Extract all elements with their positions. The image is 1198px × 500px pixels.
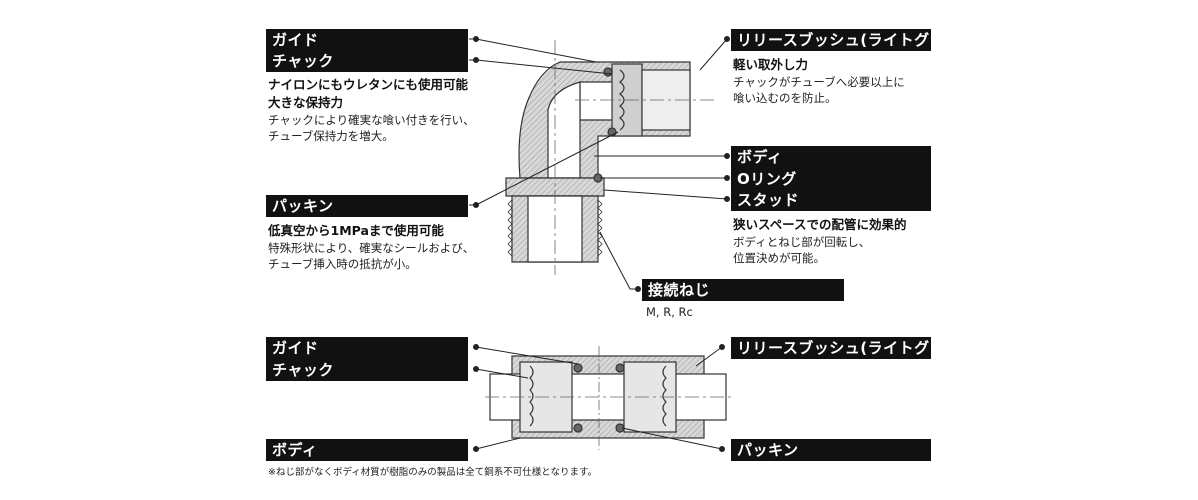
label-guide: ガイド [266, 29, 468, 51]
bottom-label-guide: ガイド [266, 337, 468, 359]
label-chuck: チャック [266, 50, 468, 72]
union-fitting-illustration [485, 346, 735, 450]
chuck-desc-heading-1: ナイロンにもウレタンにも使用可能 [268, 77, 469, 92]
release-desc-text-1: チャックがチューブへ必要以上に [733, 75, 905, 89]
label-o-ring: Oリング [731, 168, 931, 190]
label-release-bush: リリースブッシュ(ライトグレー) [731, 29, 931, 51]
footnote: ※ねじ部がなくボディ材質が樹脂のみの製品は全て銅系不可仕様となります。 [268, 467, 598, 478]
bottom-label-release-bush: リリースブッシュ(ライトグレー) [731, 337, 931, 359]
stud-desc-text-2: 位置決めが可能。 [733, 251, 825, 265]
packing-desc-text-2: チューブ挿入時の抵抗が小。 [268, 257, 417, 271]
release-desc-heading: 軽い取外し力 [733, 57, 809, 72]
label-connection-thread: 接続ねじ [642, 279, 844, 301]
chuck-desc-text-2: チューブ保持力を増大。 [268, 129, 394, 143]
thread-types: M, R, Rc [646, 305, 693, 319]
label-body: ボディ [731, 146, 931, 168]
bottom-label-packing: パッキン [731, 439, 931, 461]
packing-desc-text-1: 特殊形状により、確実なシールおよび、 [268, 241, 475, 255]
chuck-desc-heading-2: 大きな保持力 [268, 95, 344, 110]
bottom-label-body: ボディ [266, 439, 468, 461]
stud-desc-heading: 狭いスペースでの配管に効果的 [733, 217, 907, 232]
packing-desc-heading: 低真空から1MPaまで使用可能 [268, 223, 444, 238]
leader-lines [469, 36, 730, 452]
label-packing: パッキン [266, 195, 468, 217]
bottom-label-chuck: チャック [266, 359, 468, 381]
elbow-fitting-illustration [505, 40, 715, 275]
chuck-desc-text-1: チャックにより確実な喰い付きを行い、 [268, 113, 475, 127]
stud-desc-text-1: ボディとねじ部が回転し、 [733, 235, 871, 249]
release-desc-text-2: 喰い込むのを防止。 [733, 91, 837, 105]
label-stud: スタッド [731, 189, 931, 211]
